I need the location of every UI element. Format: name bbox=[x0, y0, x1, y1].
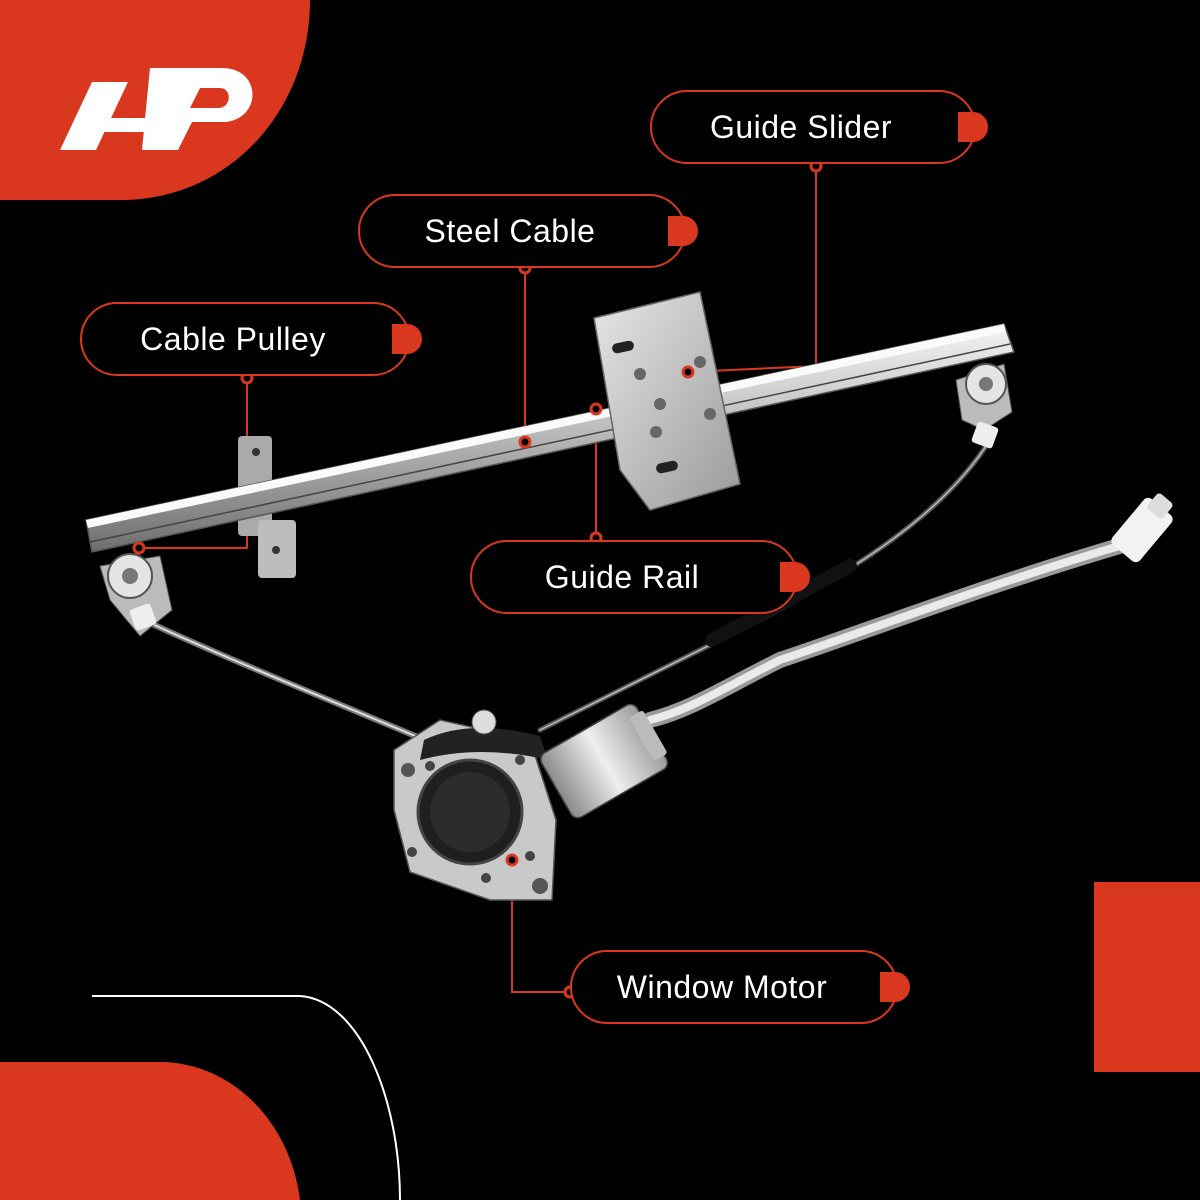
brand-logo bbox=[60, 68, 253, 150]
callout-tab-icon bbox=[392, 324, 422, 354]
corner-shape-right bbox=[1094, 882, 1200, 1072]
wire-connector bbox=[1111, 493, 1173, 563]
bottom-left-pulley bbox=[99, 553, 173, 637]
top-right-pulley bbox=[955, 363, 1013, 449]
corner-outline-bottom-left bbox=[92, 995, 401, 1200]
callout-label: Steel Cable bbox=[424, 212, 596, 249]
corner-shape-bottom-left bbox=[0, 1062, 300, 1200]
callout-label: Guide Slider bbox=[709, 108, 893, 145]
callout-label: Window Motor bbox=[616, 968, 828, 1005]
callout-guide-slider: Guide Slider bbox=[650, 90, 988, 164]
callout-steel-cable: Steel Cable bbox=[358, 194, 698, 268]
callout-tab-icon bbox=[958, 112, 988, 142]
callout-window-motor: Window Motor bbox=[570, 950, 910, 1024]
callout-tab-icon bbox=[880, 972, 910, 1002]
callout-label: Guide Rail bbox=[544, 558, 700, 595]
callout-label: Cable Pulley bbox=[140, 320, 326, 357]
callout-tab-icon bbox=[780, 562, 810, 592]
guide-slider-plate bbox=[593, 291, 741, 511]
callout-cable-pulley: Cable Pulley bbox=[80, 302, 422, 376]
window-motor-assembly bbox=[393, 703, 669, 901]
steel-cable-wires bbox=[145, 437, 1148, 741]
callout-tab-icon bbox=[668, 216, 698, 246]
callout-guide-rail: Guide Rail bbox=[470, 540, 810, 614]
